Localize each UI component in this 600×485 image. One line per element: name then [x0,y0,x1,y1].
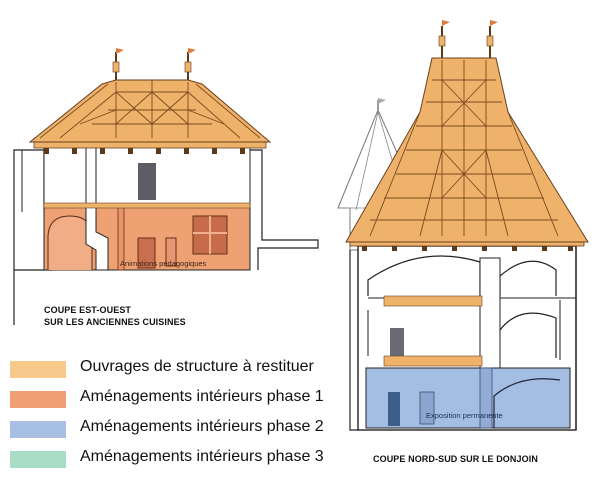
legend-label: Aménagements intérieurs phase 2 [80,418,324,435]
ground-window-cross [193,216,227,254]
middle-vault [499,312,557,358]
north-south-section [337,20,589,431]
keep-roof-timbers [369,60,559,237]
keep-finials [438,20,498,58]
floor-beam [43,202,251,209]
legend-swatch [10,391,66,408]
east-west-section [13,48,319,325]
floor-beam-2 [383,295,483,307]
legend-label: Aménagements intérieurs phase 1 [80,388,324,405]
legend-item: Aménagements intérieurs phase 3 [10,447,340,477]
upper-vault-right [499,260,557,296]
upper-door [138,163,156,200]
phase2-niche [419,391,435,425]
arch-doorway [47,215,93,270]
upper-vault [367,255,481,296]
legend-item: Aménagements intérieurs phase 2 [10,417,340,447]
phase2-door [388,392,400,426]
ground-niche [165,237,177,267]
legend-item: Ouvrages de structure à restituer [10,357,340,387]
left-roof-timbers [39,80,261,139]
pillar [479,257,501,369]
floor-beam-3 [383,355,483,367]
west-caption-line1: COUPE EST-OUEST [44,305,132,315]
legend-swatch [10,361,66,378]
west-caption-line2: SUR LES ANCIENNES CUISINES [44,317,186,327]
legend: Ouvrages de structure à restituer Aménag… [10,357,340,477]
right-wall [250,149,319,270]
ground-door [137,237,156,269]
legend-swatch [10,451,66,468]
phase2-room-label: Exposition permanente [426,411,503,420]
chimney-flue [85,129,109,271]
keep-eave-brackets [362,246,573,251]
legend-label: Ouvrages de structure à restituer [80,358,314,375]
legend-item: Aménagements intérieurs phase 1 [10,387,340,417]
legend-label: Aménagements intérieurs phase 3 [80,448,324,465]
left-finials [112,48,196,80]
phase2-column [479,367,493,429]
eave-brackets [44,148,245,154]
keep-left-wall [349,246,577,431]
north-section-caption: COUPE NORD-SUD SUR LE DONJOIN [373,454,538,464]
phase1-room-label: Animations pédagogiques [120,259,207,268]
legend-swatch [10,421,66,438]
west-section-caption: COUPE EST-OUEST SUR LES ANCIENNES CUISIN… [44,304,186,328]
phase2-vault [493,378,561,428]
middle-door [390,328,404,358]
